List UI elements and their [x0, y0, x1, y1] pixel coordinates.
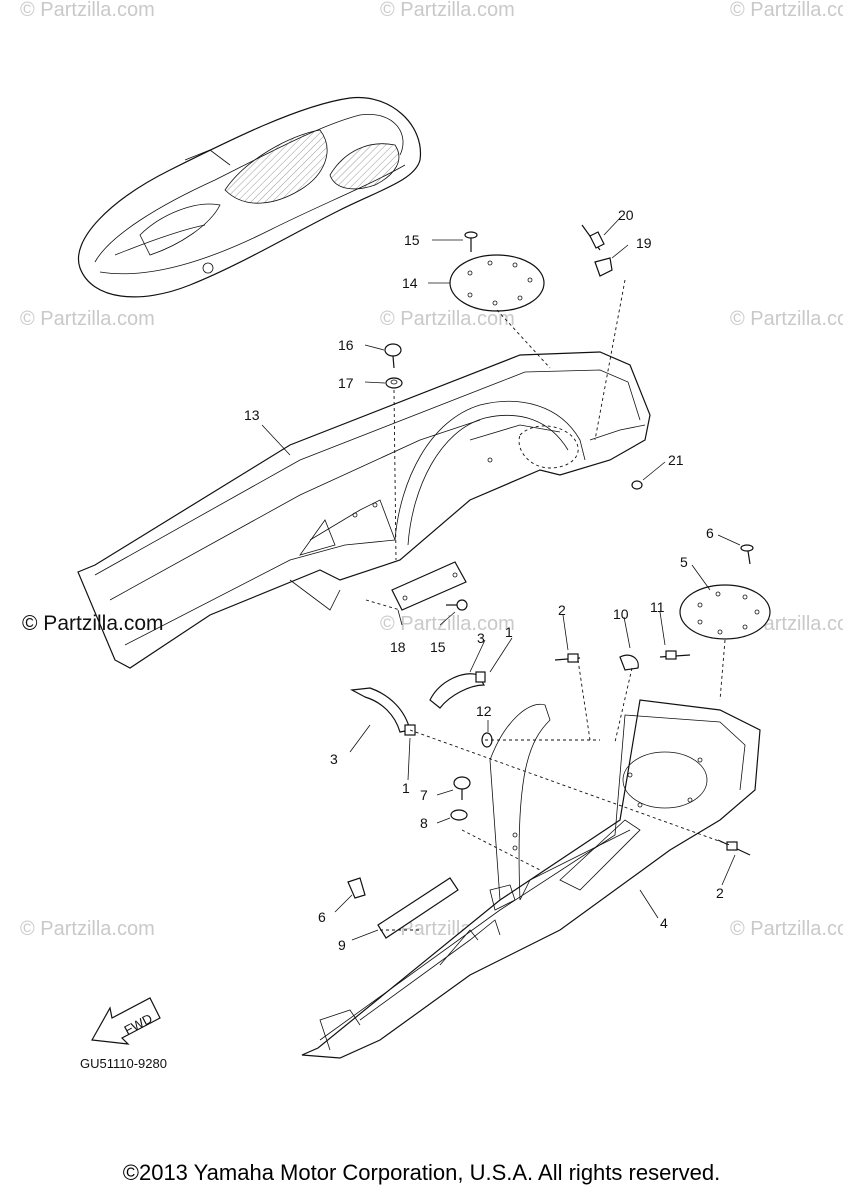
callout-9: 9 — [338, 937, 346, 953]
callout-labels: 15 14 16 17 13 20 19 21 6 5 2 10 11 3 1 … — [244, 207, 724, 953]
callout-2: 2 — [558, 602, 566, 618]
callout-5: 5 — [680, 554, 688, 570]
diagram-code: GU51110-9280 — [80, 1056, 167, 1071]
callout-19: 19 — [636, 235, 652, 251]
callout-2: 2 — [716, 885, 724, 901]
callout-1: 1 — [505, 624, 513, 640]
callout-3: 3 — [330, 751, 338, 767]
partzilla-brand: © Partzilla.com — [22, 612, 164, 635]
callout-11: 11 — [650, 599, 665, 615]
callout-15: 15 — [404, 232, 420, 248]
watermark: © Partzilla.com — [380, 0, 515, 21]
copyright-notice: ©2013 Yamaha Motor Corporation, U.S.A. A… — [122, 1160, 721, 1185]
watermark: © Partzilla.com — [20, 308, 155, 330]
watermark: © Partzilla.com — [730, 0, 843, 21]
hatch-cover-part-5 — [679, 584, 771, 640]
callout-6: 6 — [706, 525, 714, 541]
callout-4: 4 — [660, 915, 668, 931]
watercraft-thumbnail — [77, 96, 422, 298]
lower-liner-part-4 — [301, 699, 761, 1059]
callout-17: 17 — [338, 375, 354, 391]
callout-14: 14 — [402, 275, 418, 291]
callout-18: 18 — [390, 639, 406, 655]
callout-10: 10 — [613, 606, 629, 622]
hardware-parts — [347, 224, 754, 939]
upper-liner-part-13 — [77, 351, 651, 669]
callout-15: 15 — [430, 639, 446, 655]
callout-6: 6 — [318, 909, 326, 925]
fwd-arrow-icon: FWD — [91, 997, 161, 1045]
callout-21: 21 — [668, 452, 684, 468]
callout-20: 20 — [618, 207, 634, 223]
watermark: © Partzilla.com — [730, 308, 843, 330]
callout-1: 1 — [402, 780, 410, 796]
leader-lines — [261, 217, 741, 941]
watermark: © Partzilla.com — [20, 918, 155, 940]
callout-13: 13 — [244, 407, 260, 423]
watermark: © Partzilla.com — [20, 0, 155, 21]
exploded-parts-diagram: © Partzilla.com © Partzilla.com © Partzi… — [20, 0, 843, 1071]
watermark: © Partzilla.com — [730, 918, 843, 940]
callout-8: 8 — [420, 815, 428, 831]
watermark: © Partzilla.com — [380, 613, 515, 635]
callout-3: 3 — [477, 630, 485, 646]
watermark: © Partzilla.com — [380, 308, 515, 330]
callout-16: 16 — [338, 337, 354, 353]
hatch-cover-part-14 — [449, 254, 545, 312]
callout-12: 12 — [476, 703, 492, 719]
callout-7: 7 — [420, 787, 428, 803]
